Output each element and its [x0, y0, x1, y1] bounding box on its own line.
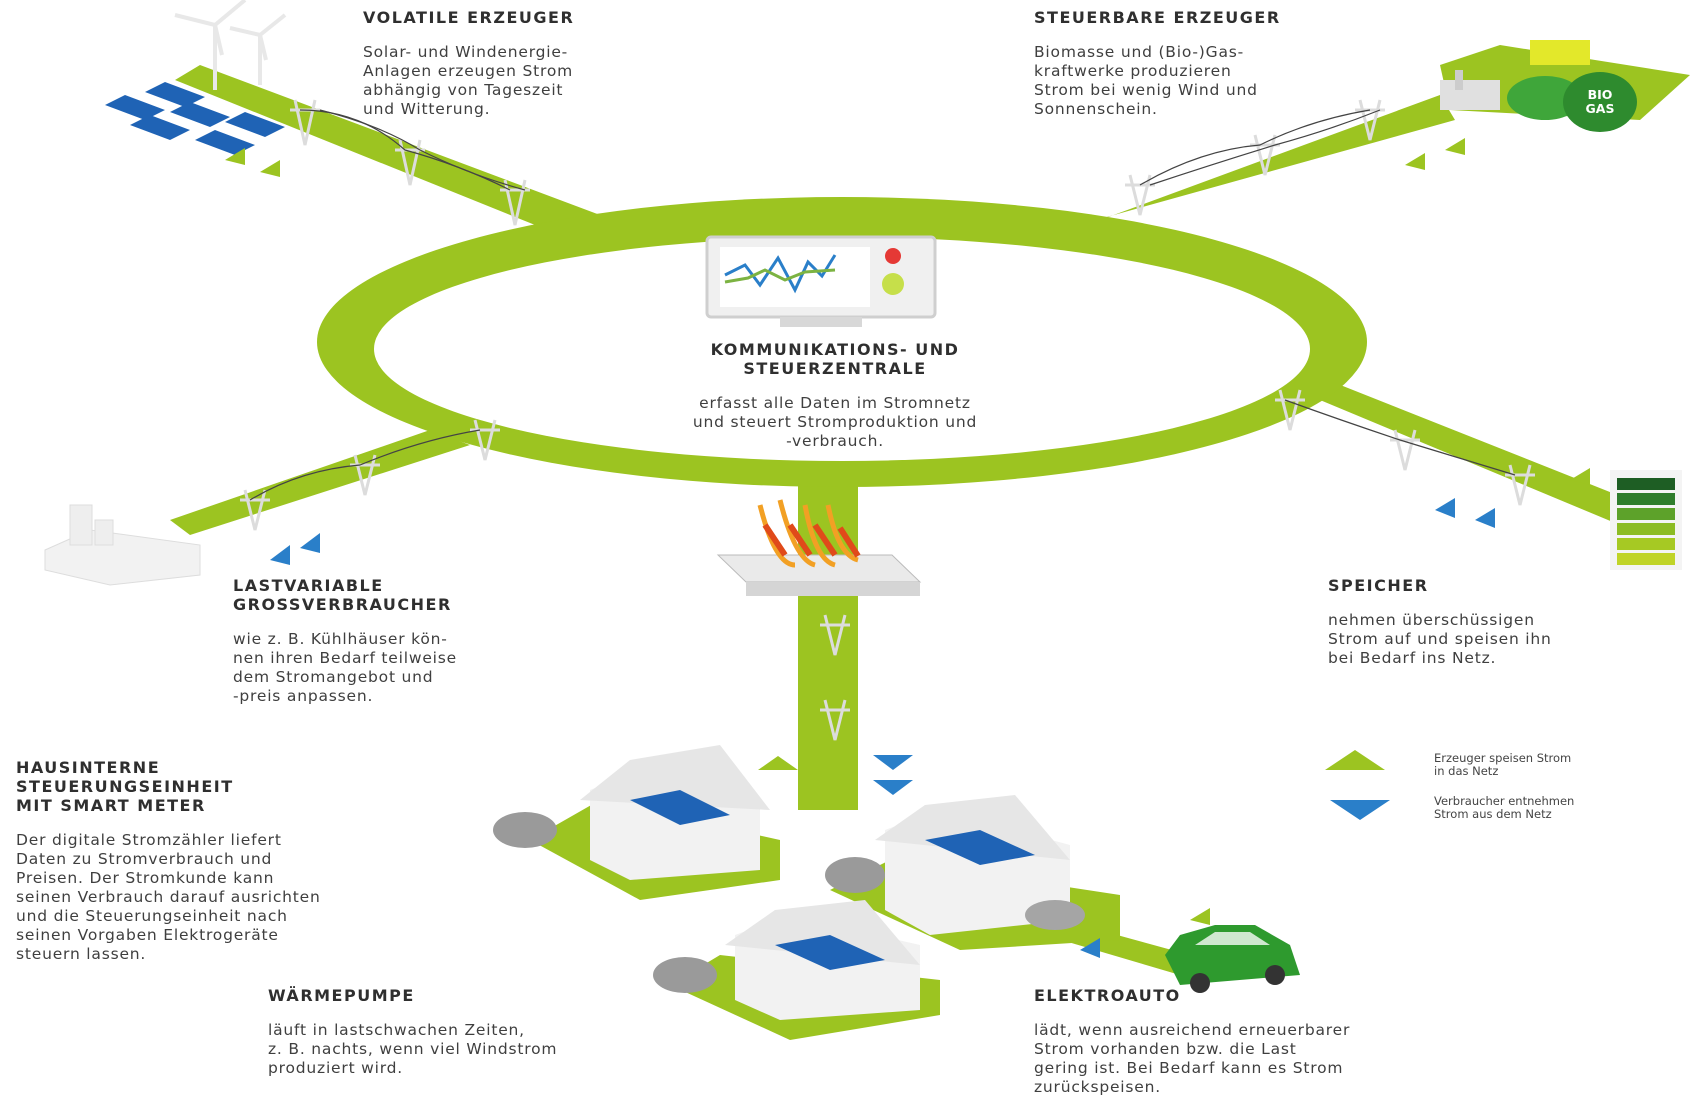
transformer-icon — [716, 499, 922, 596]
hausintern-title: HAUSINTERNE STEUERUNGSEINHEIT MIT SMART … — [16, 758, 234, 815]
grid-branches — [170, 65, 1630, 975]
branch-volatile — [175, 65, 600, 235]
zentrale-body: erfasst alle Daten im Stromnetz und steu… — [692, 394, 978, 450]
solar-field-icon — [105, 82, 285, 155]
flow-arrows-draw — [270, 498, 1495, 958]
bio-label-2: GAS — [1586, 101, 1615, 116]
branch-grossverbraucher — [170, 430, 470, 535]
flow-arrows-feed-in — [225, 138, 1590, 925]
elektroauto-section: ELEKTROAUTO lädt, wenn ausreichend erneu… — [1034, 986, 1350, 1097]
volatile-body: Solar- und Windenergie- Anlagen erzeugen… — [363, 43, 574, 118]
branch-steuerbar — [1060, 95, 1455, 230]
speicher-title: SPEICHER — [1328, 576, 1429, 595]
legend-feed-in-icon — [1325, 750, 1385, 770]
elektroauto-body: lädt, wenn ausreichend erneuerbarer Stro… — [1034, 1021, 1351, 1096]
grossverbraucher-body: wie z. B. Kühlhäuser kön- nen ihren Beda… — [233, 630, 457, 705]
branch-speicher — [1260, 365, 1630, 525]
volatile-title: VOLATILE ERZEUGER — [363, 8, 575, 27]
elektroauto-title: ELEKTROAUTO — [1034, 986, 1181, 1005]
electric-car-icon — [1165, 925, 1300, 993]
steuerbar-body: Biomasse und (Bio-)Gas- kraftwerke produ… — [1034, 43, 1258, 118]
waermepumpe-body: läuft in lastschwachen Zeiten, z. B. nac… — [268, 1021, 558, 1077]
steuerbar-section: STEUERBARE ERZEUGER Biomasse und (Bio-)G… — [1034, 8, 1281, 119]
factory-icon — [44, 504, 201, 586]
zentrale-section: KOMMUNIKATIONS- UND STEUERZENTRALE erfas… — [590, 340, 1080, 451]
zentrale-title: KOMMUNIKATIONS- UND STEUERZENTRALE — [710, 340, 960, 378]
grossverbraucher-section: LASTVARIABLE GROSSVERBRAUCHER wie z. B. … — [233, 576, 457, 706]
central-ring-inner — [374, 237, 1310, 461]
volatile-section: VOLATILE ERZEUGER Solar- und Windenergie… — [363, 8, 574, 119]
legend-draw-text: Verbraucher entnehmen Strom aus dem Netz — [1434, 794, 1575, 821]
speicher-section: SPEICHER nehmen überschüssigen Strom auf… — [1328, 576, 1552, 668]
traffic-light-red-icon — [885, 248, 901, 264]
legend-feed-in: Erzeuger speisen Strom in das Netz — [1400, 752, 1571, 778]
steuerbar-title: STEUERBARE ERZEUGER — [1034, 8, 1281, 27]
grossverbraucher-title: LASTVARIABLE GROSSVERBRAUCHER — [233, 576, 452, 614]
biogas-plant-icon: BIO GAS — [1440, 40, 1690, 132]
monitor-icon — [705, 235, 937, 327]
wind-turbine-icons — [174, 0, 287, 90]
legend-draw-icon — [1330, 800, 1390, 820]
traffic-light-green-icon — [882, 273, 904, 295]
hausintern-body: Der digitale Stromzähler liefert Daten z… — [16, 831, 321, 963]
legend-draw: Verbraucher entnehmen Strom aus dem Netz — [1400, 795, 1574, 821]
house-icons — [493, 745, 1120, 1040]
speicher-body: nehmen überschüssigen Strom auf und spei… — [1328, 611, 1552, 667]
hausintern-section: HAUSINTERNE STEUERUNGSEINHEIT MIT SMART … — [16, 758, 321, 964]
waermepumpe-section: WÄRMEPUMPE läuft in lastschwachen Zeiten… — [268, 986, 557, 1078]
bio-label-1: BIO — [1588, 87, 1613, 102]
battery-icon — [1610, 470, 1682, 570]
power-lines — [249, 109, 1516, 501]
waermepumpe-title: WÄRMEPUMPE — [268, 986, 415, 1005]
legend-feed-in-text: Erzeuger speisen Strom in das Netz — [1434, 751, 1572, 778]
